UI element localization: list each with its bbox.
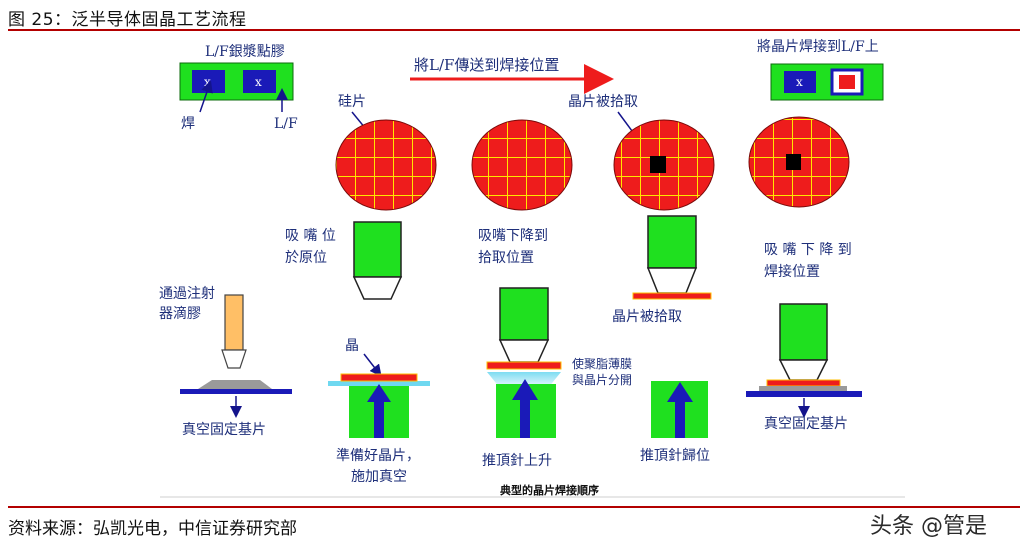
weld-to-lf-label: 將晶片焊接到L/F上 — [757, 38, 879, 55]
x-mark-2: x — [255, 75, 262, 89]
nozzle-welding — [746, 303, 862, 397]
film-label-1: 使聚脂薄膜 — [572, 356, 632, 371]
x-mark-1: x — [204, 75, 211, 89]
die-mark-label: 晶 — [345, 338, 359, 354]
leadframe-left: x x — [179, 62, 294, 101]
nozzle-down-label-1: 吸嘴下降到 — [478, 228, 548, 244]
nozzle-home-label-1: 吸 嘴 位 — [285, 228, 336, 244]
ejector-up-label: 推頂針上升 — [482, 453, 552, 469]
nozzle-picking — [632, 215, 712, 300]
nozzle-pickup-ejector — [486, 287, 562, 438]
ejector-prepared — [328, 373, 430, 438]
film-label-2: 與晶片分開 — [572, 373, 632, 387]
nozzle-weld-label-2: 焊接位置 — [764, 263, 820, 280]
x-mark-3: x — [796, 75, 803, 89]
vacuum-fix-right-label: 真空固定基片 — [764, 415, 848, 432]
weld-pointer-arrow — [199, 80, 213, 113]
source-rule — [8, 506, 1020, 508]
ejector-reset-label: 推頂針歸位 — [640, 447, 710, 464]
source-note: 资料来源：弘凯光电，中信证券研究部 — [8, 519, 297, 539]
syringe-label-1: 通過注射 — [159, 286, 215, 302]
nozzle-home-label-2: 於原位 — [285, 250, 327, 266]
diagram-caption: 典型的晶片焊接順序 — [500, 483, 599, 497]
figure-title: 图 25：泛半导体固晶工艺流程 — [8, 10, 247, 30]
wafer-1 — [335, 119, 437, 211]
nozzle-home — [352, 221, 403, 300]
title-rule — [8, 29, 1020, 31]
prep-label-2: 施加真空 — [351, 469, 407, 485]
prep-label-1: 準備好晶片， — [336, 448, 420, 464]
picked-die-hole — [650, 156, 666, 173]
transfer-label: 將L/F傳送到焊接位置 — [414, 56, 559, 74]
wafer-2 — [471, 119, 573, 211]
ejector-reset — [651, 381, 708, 438]
wafer-label: 硅片 — [338, 94, 366, 110]
watermark: 头条 @管是 — [870, 514, 987, 539]
die-mark-arrow — [363, 353, 382, 377]
die-picked-top-label: 晶片被拾取 — [568, 94, 638, 110]
nozzle-weld-label-1: 吸 嘴 下 降 到 — [764, 242, 852, 258]
lf-silver-glue-label: L/F銀漿點膠 — [205, 44, 285, 60]
leadframe-right: x — [770, 63, 884, 101]
weld-label: 焊 — [181, 116, 195, 132]
die-picked-bottom-label: 晶片被拾取 — [612, 309, 682, 325]
vacuum-fix-left-label: 真空固定基片 — [182, 421, 266, 438]
glue-substrate — [180, 380, 292, 394]
glue-syringe — [221, 294, 247, 369]
empty-die-slot — [786, 154, 801, 170]
syringe-label-2: 器滴膠 — [159, 305, 201, 322]
lf-label: L/F — [274, 116, 298, 132]
nozzle-down-label-2: 拾取位置 — [478, 250, 534, 266]
